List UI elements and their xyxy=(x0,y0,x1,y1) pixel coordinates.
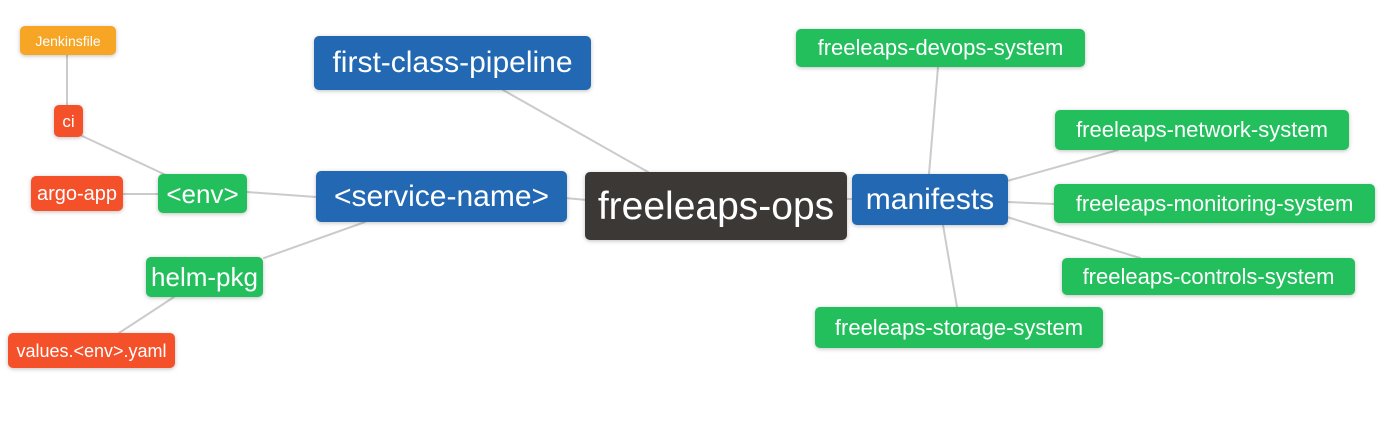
node-manifests[interactable]: manifests xyxy=(852,174,1008,225)
edge-manifests-network-system xyxy=(1006,149,1119,182)
node-ci[interactable]: ci xyxy=(54,105,83,137)
edge-service-name-helm-pkg xyxy=(263,221,366,259)
node-freeleaps-storage-system[interactable]: freeleaps-storage-system xyxy=(815,307,1103,348)
node-env[interactable]: <env> xyxy=(158,174,247,213)
node-freeleaps-controls-system[interactable]: freeleaps-controls-system xyxy=(1062,258,1355,295)
node-values-env-yaml[interactable]: values.<env>.yaml xyxy=(8,333,175,368)
edge-manifests-devops-system xyxy=(928,66,939,175)
edge-pipeline-freeleaps-ops xyxy=(502,89,649,173)
edge-manifests-monitoring-system xyxy=(1006,201,1055,205)
edge-manifests-controls-system xyxy=(1006,216,1141,259)
node-freeleaps-ops-root[interactable]: freeleaps-ops xyxy=(585,172,847,240)
node-service-name[interactable]: <service-name> xyxy=(316,171,567,222)
edge-ci-env xyxy=(79,134,169,177)
node-jenkinsfile[interactable]: Jenkinsfile xyxy=(20,26,116,55)
edge-env-service-name xyxy=(246,191,317,198)
node-freeleaps-devops-system[interactable]: freeleaps-devops-system xyxy=(796,29,1085,67)
edge-helm-pkg-values xyxy=(118,296,175,334)
edge-service-name-freeleaps-ops xyxy=(564,197,588,201)
node-freeleaps-network-system[interactable]: freeleaps-network-system xyxy=(1055,110,1349,150)
node-first-class-pipeline[interactable]: first-class-pipeline xyxy=(314,36,591,90)
edge-manifests-storage-system xyxy=(942,224,958,308)
node-helm-pkg[interactable]: helm-pkg xyxy=(146,257,263,297)
node-freeleaps-monitoring-system[interactable]: freeleaps-monitoring-system xyxy=(1054,184,1375,223)
node-argo-app[interactable]: argo-app xyxy=(31,176,123,211)
